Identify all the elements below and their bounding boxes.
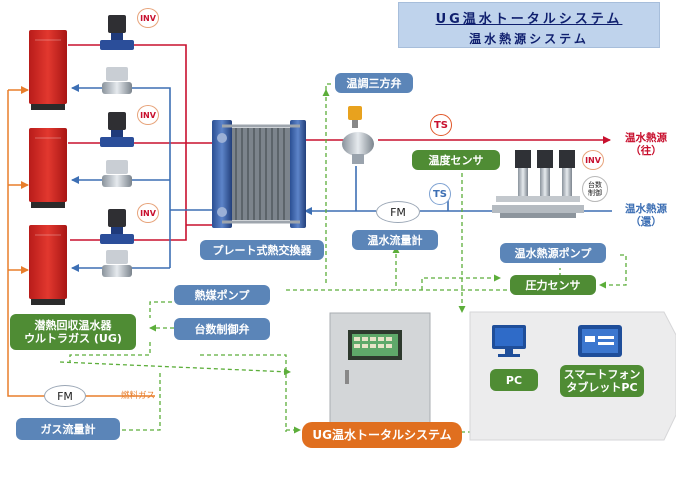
temp-sensor-label: 温度センサ	[412, 150, 500, 170]
unit-control-line2: 制御	[588, 189, 602, 197]
inv-badge: INV	[137, 105, 159, 125]
heat-medium-pump-label: 熱媒ポンプ	[174, 285, 270, 305]
fuel-gas-callout: 燃料ガス	[120, 391, 155, 401]
hot-supply-line1: 温水熱源	[625, 132, 667, 144]
smartphone-line2: タブレットPC	[566, 381, 638, 394]
diagram-subtitle: 温水熱源システム	[469, 32, 589, 46]
three-way-valve-icon	[342, 106, 374, 164]
gas-water-heater-icon	[29, 128, 67, 208]
motorized-valve-icon	[102, 160, 132, 187]
fm-badge-water: FM	[376, 201, 420, 223]
motorized-valve-icon	[102, 67, 132, 94]
ug-heater-line2: ウルトラガス (UG)	[24, 332, 122, 345]
gas-water-heater-icon	[29, 30, 67, 110]
inline-pump-icon	[100, 209, 134, 244]
diagram-title: UG温水トータルシステム	[435, 12, 623, 27]
ug-total-system-label: UG温水トータルシステム	[302, 422, 462, 448]
gas-lines	[7, 86, 155, 397]
gas-flowmeter-label: ガス流量計	[16, 418, 120, 440]
hot-supply-callout: 温水熱源 （往）	[619, 132, 673, 158]
unit-control-badge: 台数 制御	[582, 176, 608, 202]
inline-pump-icon	[100, 112, 134, 147]
smartphone-line1: スマートフォン	[563, 368, 641, 381]
unit-control-line1: 台数	[588, 181, 602, 189]
ug-heater-label: 潜熱回収温水器 ウルトラガス (UG)	[10, 314, 136, 350]
booster-pump-set-icon	[492, 150, 584, 218]
inv-badge: INV	[137, 203, 159, 223]
fm-badge-gas: FM	[44, 385, 86, 407]
ug-heater-line1: 潜熱回収温水器	[34, 319, 112, 332]
motorized-valve-icon	[102, 250, 132, 277]
smartphone-tablet-label: スマートフォン タブレットPC	[560, 365, 644, 397]
inv-badge: INV	[582, 150, 604, 170]
unit-control-valve-label: 台数制御弁	[174, 318, 270, 340]
mixing-valve-label: 温調三方弁	[335, 73, 413, 93]
hot-return-line1: 温水熱源	[625, 203, 667, 215]
ts-badge-return: TS	[429, 183, 451, 205]
tablet-icon	[578, 325, 622, 357]
pressure-sensor-label: 圧力センサ	[510, 275, 596, 295]
inv-badge: INV	[137, 8, 159, 28]
plate-heat-exchanger-icon	[212, 120, 306, 228]
gas-water-heater-icon	[29, 225, 67, 305]
inline-pump-icon	[100, 15, 134, 50]
control-panel-icon	[329, 312, 431, 431]
hot-supply-line2: （往）	[630, 145, 662, 157]
flowmeter-water-label: 温水流量計	[352, 230, 438, 250]
hot-return-line2: （還）	[630, 216, 662, 228]
plate-hx-label: プレート式熱交換器	[200, 240, 324, 260]
hot-water-pump-label: 温水熱源ポンプ	[500, 243, 606, 263]
ts-badge-supply: TS	[430, 114, 452, 136]
pc-label: PC	[490, 369, 538, 391]
desktop-monitor-icon	[492, 325, 526, 357]
diagram-title-box: UG温水トータルシステム 温水熱源システム	[398, 2, 660, 48]
hot-return-callout: 温水熱源 （還）	[619, 203, 673, 229]
